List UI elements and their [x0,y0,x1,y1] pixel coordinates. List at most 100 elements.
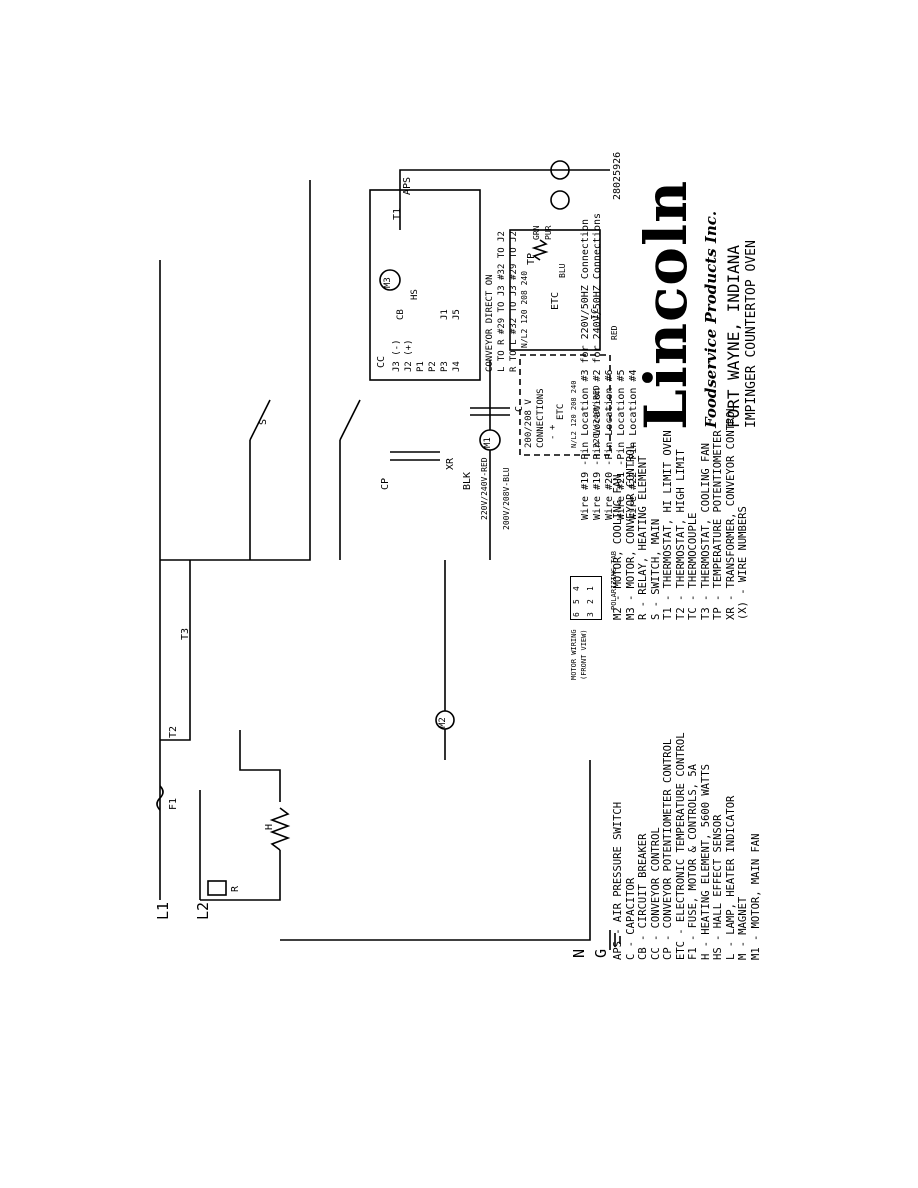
legend-left-4: CC - CONVEYOR CONTROL [649,827,662,960]
legend-left-9: HS - HALL EFFECT SENSOR [712,814,724,960]
pin-5: 5 [572,599,581,604]
legend-left-1: APS - AIR PRESSURE SWITCH [612,801,624,960]
cc-terminal-j2: J2 (+) [404,339,414,372]
legend-left-10: L - LAMP, HEATER INDICATOR [724,795,737,960]
drawing-number: 28025926 [612,151,623,200]
inset-plus: + [548,424,558,430]
label-cp: CP [380,477,391,490]
label-pur: PUR [544,225,553,240]
label-t2: T2 [168,725,179,738]
heater-branch [200,850,281,901]
pin-4: 4 [572,586,581,591]
label-cb: CB [396,309,406,320]
relay-r [207,880,227,896]
inset-minus: - [548,434,558,440]
pin-2: 2 [586,599,595,604]
label-etc-terminals: N/L2 120 208 240 [520,270,529,348]
relay-coil-symbol [550,190,570,210]
label-xr: XR [445,457,456,470]
legend-right-7: TC - THERMOCOUPLE [687,512,699,620]
legend-right-1: M2 - MOTOR, COOLING FAN [612,474,624,620]
pin-note-2: Wire #19 -Pin Location #2 for 240V/50HZ … [592,212,603,520]
legend-right-9: TP - TEMPERATURE POTENTIOMETER [712,430,724,620]
legend-left-5: CP - CONVEYOR POTENTIOMETER CONTROL [662,738,674,960]
company-city: FORT WAYNE, INDIANA [724,244,743,428]
motor-connector: 6 5 4 3 2 1 [570,576,602,620]
label-g: G [592,948,610,958]
ground-symbol [609,930,621,950]
legend-right-8: T3 - THERMOSTAT, COOLING FAN [699,442,712,620]
temperature-potentiometer [531,239,549,261]
motor-wiring-subtitle: (FRONT VIEW) [580,629,588,680]
legend-left-7: F1 - FUSE, MOTOR & CONTROLS, 5A [687,764,699,960]
pin-6: 6 [572,612,581,617]
cc-terminal-p3: P3 [440,361,450,372]
label-f1: F1 [168,797,179,810]
label-t3: T3 [180,627,191,640]
wire-aps-branch [399,169,610,230]
lamp-l-symbol [550,160,570,180]
inset-title-1: 200/208 V [524,399,534,448]
cc-terminal-j3: J3 (-) [392,339,402,372]
cc-terminal-j5: J5 [452,309,462,320]
label-l1: L1 [154,901,172,920]
pin-1: 1 [586,586,595,591]
inset-box [519,354,611,456]
heater-to-relay [239,730,281,802]
label-blk: BLK [462,471,473,490]
legend: APS - AIR PRESSURE SWITCH C - CAPACITOR … [612,630,762,960]
wire-neutral [280,760,591,941]
pin-note-1: Wire #19 -Pin Location #3 for 220V/50HZ … [580,218,591,520]
label-h: H [264,823,275,830]
label-blu-208: 200V/208V-BLU [502,467,511,530]
cc-terminal-j1: J1 [440,309,450,320]
inset-terminals: N/L2 120 208 240 [570,380,578,448]
schematic [156,160,621,950]
label-m2: M2 [438,717,448,728]
motor-m3-symbol [379,269,401,291]
conveyor-direction-ltr: L TO R #29 TO J3 #32 TO J2 [497,231,507,372]
label-blu: BLU [558,263,567,278]
legend-left-6: ETC - ELECTRONIC TEMPERATURE CONTROL [674,732,687,960]
label-red-240: 220V/240V-RED [480,457,489,520]
conveyor-control-block [369,189,481,381]
label-etc: ETC [550,291,561,310]
rotated-drawing: L1 L2 N G F1 T2 T3 H R S C M1 M2 M3 CP X… [140,140,639,960]
label-s: S [258,418,269,425]
fuse-f1 [156,785,164,811]
label-m3: M3 [383,277,393,288]
company-block: Lincoln Foodservice Products Inc. FORT W… [632,100,762,430]
label-hs: HS [410,289,420,300]
company-logo: Lincoln [632,179,700,430]
wire-main-bus [160,180,311,561]
legend-right-11: (X) - WIRE NUMBERS [737,506,749,620]
transformer-xr [390,451,440,461]
legend-right-2: M3 - MOTOR, CONVEYOR CONTROL [624,442,637,620]
legend-right-3: R - RELAY, HEATING ELEMENT [637,455,649,620]
label-m1: M1 [483,437,493,448]
label-n: N [570,948,588,958]
cc-terminal-j4: J4 [452,361,462,372]
company-subtitle: Foodservice Products Inc. [702,210,720,428]
label-grn: GRN [532,225,541,240]
legend-right-6: T2 - THERMOSTAT, HIGH LIMIT [674,449,687,620]
inset-title-2: CONNECTIONS [536,388,546,448]
label-l2: L2 [194,901,212,920]
label-cc: CC [376,355,387,368]
legend-left-8: H - HEATING ELEMENT, 5600 WATTS [699,764,712,960]
legend-right-4: S - SWITCH, MAIN [649,518,662,620]
cc-terminal-p2: P2 [428,361,438,372]
label-t1: T1 [392,207,403,220]
conveyor-direction-title: CONVEYOR DIRECT ON [485,274,495,372]
motor-wiring-title: MOTOR WIRING [570,629,578,680]
wire-switch [249,440,341,560]
legend-left-2: C - CAPACITOR [624,877,637,960]
label-aps: APS [402,176,413,195]
main-switch-s [249,399,361,441]
legend-right-10: XR - TRANSFORMER, CONVEYOR CONTROL [724,405,737,620]
cc-terminal-p1: P1 [416,361,426,372]
etc-block [509,229,601,351]
legend-left-3: CB - CIRCUIT BREAKER [637,833,649,960]
conveyor-direction-rtl: R TO L #32 TO J3 #29 TO J2 [509,231,519,372]
